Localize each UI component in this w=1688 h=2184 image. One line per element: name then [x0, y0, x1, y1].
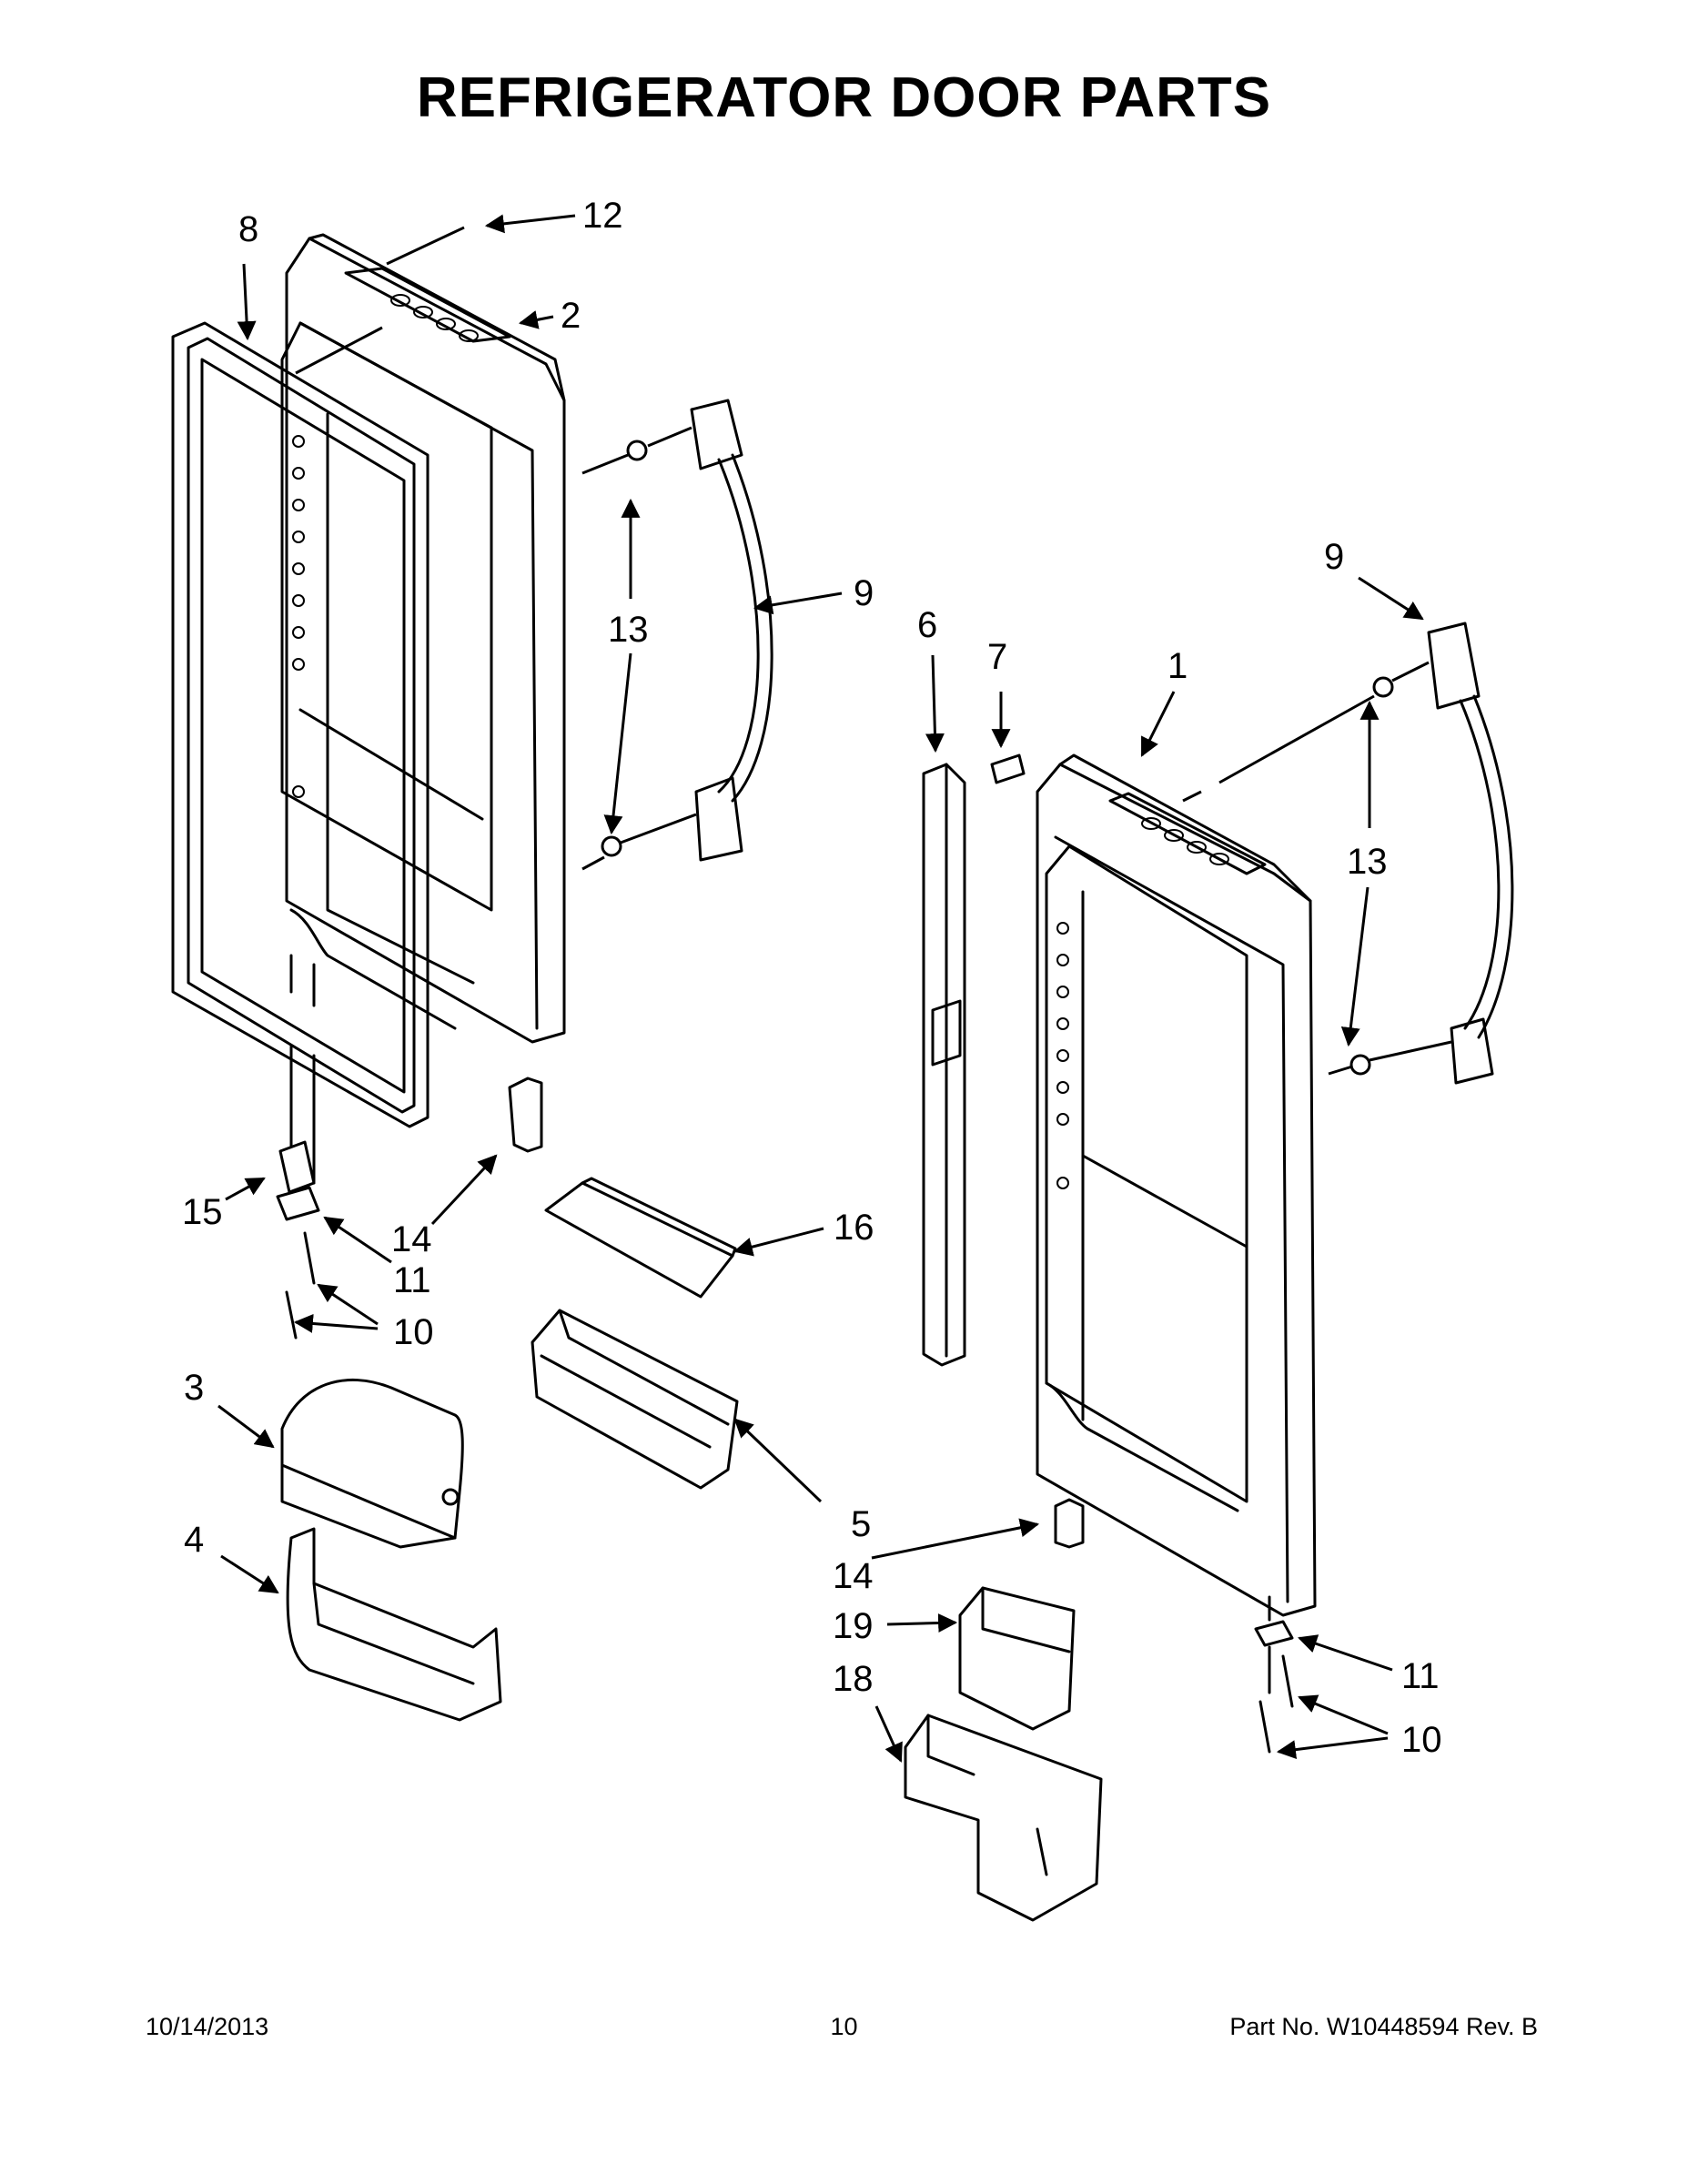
callout-10-right: 10 [1401, 1720, 1442, 1760]
door-bin [531, 1309, 739, 1490]
lower-bin [904, 1714, 1103, 1922]
door-flipper [922, 753, 1026, 1367]
left-hinge-hardware [276, 954, 320, 1340]
callout-7: 7 [987, 637, 1007, 677]
callout-14-left: 14 [391, 1219, 432, 1259]
alignment-lines [295, 226, 1452, 1076]
dispenser-bin [286, 1527, 502, 1722]
callout-9-left: 9 [854, 573, 874, 613]
footer-part-number: Part No. W10448594 Rev. B [1229, 2013, 1538, 2040]
callout-2: 2 [561, 296, 581, 336]
callout-15: 15 [182, 1192, 223, 1232]
footer-page-number: 10 [830, 2013, 858, 2040]
upper-ice-bin [958, 1586, 1076, 1731]
callout-5: 5 [851, 1504, 871, 1544]
callout-6: 6 [917, 605, 937, 645]
left-door-gasket [171, 321, 430, 1128]
leader-lines [217, 214, 1424, 1763]
callout-10-left: 10 [393, 1312, 434, 1352]
callout-8: 8 [238, 209, 258, 249]
callout-9-right: 9 [1324, 537, 1344, 577]
callout-13-left: 13 [608, 610, 649, 650]
door-bin-lid [544, 1177, 737, 1299]
callout-16: 16 [834, 1208, 874, 1248]
callout-14-right: 14 [833, 1556, 874, 1596]
page-title: REFRIGERATOR DOOR PARTS [416, 66, 1272, 129]
dispenser-cover [280, 1378, 464, 1549]
right-hinge-hardware [1254, 1595, 1294, 1754]
right-door-handle [1349, 622, 1514, 1085]
callout-11-right: 11 [1401, 1656, 1440, 1696]
left-door-handle [601, 399, 773, 862]
callout-19: 19 [833, 1606, 874, 1646]
callout-labels: 8 12 2 9 13 6 7 1 9 13 15 14 16 11 10 3 … [182, 196, 1442, 1760]
callout-11-left: 11 [393, 1260, 431, 1300]
callout-3: 3 [184, 1368, 204, 1408]
left-door-liner [280, 233, 566, 1153]
footer-date: 10/14/2013 [146, 2013, 269, 2040]
callout-13-right: 13 [1347, 842, 1388, 882]
callout-12: 12 [582, 196, 623, 236]
callout-1: 1 [1167, 646, 1188, 686]
right-door-liner [1036, 753, 1317, 1617]
callout-18: 18 [833, 1659, 874, 1699]
callout-4: 4 [184, 1520, 204, 1560]
